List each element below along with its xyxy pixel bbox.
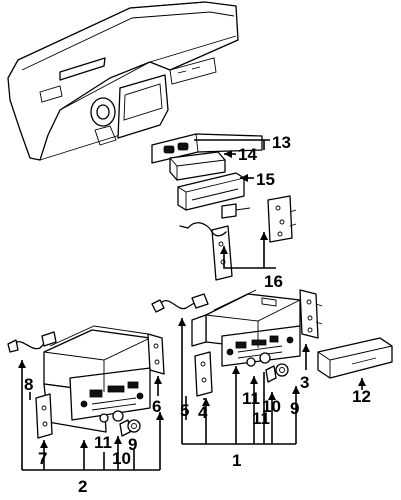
callout-11-left: 11 xyxy=(94,433,112,452)
leader-lines xyxy=(18,139,366,471)
callout-9-right: 9 xyxy=(290,399,299,418)
part-4-plate xyxy=(194,351,213,397)
callout-11-right-b: 11 xyxy=(252,409,270,428)
callout-3: 3 xyxy=(300,373,309,392)
part-15-pocket-door xyxy=(177,172,245,211)
part-1-radio xyxy=(151,289,301,367)
callout-12: 12 xyxy=(352,387,371,406)
callout-15: 15 xyxy=(256,170,275,189)
callout-10-right: 10 xyxy=(262,397,281,416)
callout-8: 8 xyxy=(24,375,33,394)
callout-5: 5 xyxy=(180,401,189,420)
part-3-bracket xyxy=(299,289,323,339)
instrument-panel xyxy=(7,1,239,161)
part-13-bezel xyxy=(151,133,263,164)
part-14-pocket xyxy=(169,151,226,181)
part-6-bracket xyxy=(147,333,165,375)
callout-2: 2 xyxy=(78,477,87,496)
part-2-radio xyxy=(7,325,151,433)
callout-1: 1 xyxy=(232,451,241,470)
callout-14: 14 xyxy=(238,145,257,164)
callout-10-left: 10 xyxy=(112,449,131,468)
callout-4: 4 xyxy=(198,403,208,422)
callout-13: 13 xyxy=(272,133,291,152)
callout-11-right-a: 11 xyxy=(242,389,260,408)
callout-6: 6 xyxy=(152,397,161,416)
left-knobs xyxy=(99,410,141,437)
center-knobs xyxy=(246,352,289,383)
callout-7: 7 xyxy=(38,449,47,468)
part-16-bracket xyxy=(179,195,297,281)
part-12-pocket xyxy=(317,337,393,379)
callout-16: 16 xyxy=(264,272,283,291)
part-7-plate xyxy=(35,393,53,439)
callout-numbers: 13 14 15 16 3 12 6 5 4 11 11 10 9 1 8 7 … xyxy=(24,133,371,496)
callout-9-left: 9 xyxy=(128,435,137,454)
